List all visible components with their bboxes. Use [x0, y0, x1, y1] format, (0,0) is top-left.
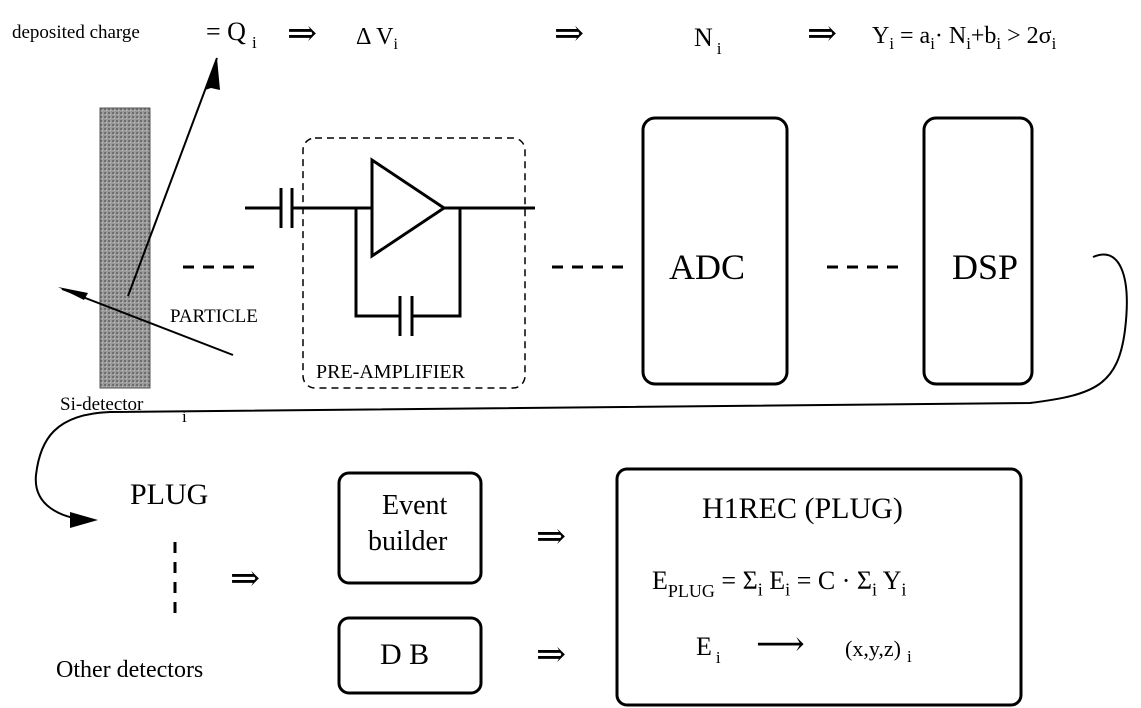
q-text: = Q [206, 17, 246, 46]
ei-e: E [696, 632, 712, 661]
q-i-label: = Q i [206, 17, 257, 52]
ei-sub: i [715, 648, 721, 667]
adc-box [641, 116, 789, 386]
xyz-text: (x,y,z) [845, 636, 901, 661]
particle-track-incoming-arrowhead [58, 287, 88, 300]
n-sub: i [716, 39, 722, 58]
h1rec-box [615, 467, 1023, 707]
particle-track-incoming [61, 288, 234, 356]
y-formula: Yi = ai· Ni+bi > 2σi [872, 24, 1056, 53]
si-detector-label: Si-detector [60, 394, 144, 415]
y-sub: i [889, 33, 895, 53]
xyz-label: (x,y,z) i [845, 636, 912, 666]
si-detector-sub: i [182, 407, 187, 426]
y-text: Y [872, 23, 890, 49]
y-gt-sigma: > 2σ [1001, 23, 1052, 49]
n2-sub: i [966, 33, 971, 53]
si-detector [99, 107, 151, 389]
dsp-to-plug-curve [34, 253, 1128, 521]
eplug-eq-sigma: = Σ [714, 566, 758, 595]
dsp-label: DSP [952, 247, 1019, 287]
feedback-loop-right [413, 208, 462, 318]
eplug-ei: E [762, 566, 786, 595]
event-builder-box [337, 471, 483, 585]
xyz-sub: i [907, 647, 912, 666]
other-detectors-label: Other detectors [56, 657, 204, 683]
plug-label: PLUG [130, 478, 209, 511]
eplug-formula: EPLUG = Σi Ei = C · Σi Yi [652, 566, 907, 601]
dsp-to-plug-arrowhead [70, 512, 98, 528]
eplug-csigma-sub: i [872, 579, 878, 600]
delta-v-label: Δ Vi [356, 24, 398, 53]
particle-track-up [127, 57, 218, 297]
arrow-plug: ⇒ [230, 558, 261, 598]
preamp-label: PRE-AMPLIFIER [316, 361, 465, 383]
db-box [337, 616, 483, 695]
eplug-c-sigma: = C · Σ [790, 566, 873, 595]
q-sub: i [251, 33, 257, 52]
dsp-box [922, 116, 1034, 386]
amplifier-triangle [370, 157, 447, 259]
deposited-charge-label: deposited charge [12, 22, 140, 43]
delta-v-text: Δ V [356, 24, 394, 50]
b-sub: i [996, 33, 1002, 53]
y-eq-a: = a [894, 23, 931, 49]
adc-label: ADC [669, 247, 746, 287]
db-label: D B [380, 638, 430, 671]
arrow-1: ⇒ [287, 13, 318, 53]
particle-track-up-arrowhead [205, 58, 220, 90]
a-sub: i [930, 33, 935, 53]
feedback-loop-left [354, 208, 399, 318]
eplug-yi: Y [877, 566, 902, 595]
sigma-sub: i [1051, 33, 1057, 53]
y-times-n: · N [934, 23, 967, 49]
event-builder-line2: builder [368, 526, 448, 557]
event-builder-line1: Event [382, 490, 448, 521]
eplug-e: E [652, 566, 668, 595]
particle-label: PARTICLE [170, 306, 258, 327]
delta-v-sub: i [393, 36, 398, 53]
arrow-event-builder: ⇒ [536, 516, 567, 556]
arrow-db: ⇒ [536, 634, 567, 674]
arrow-3: ⇒ [807, 13, 838, 53]
eplug-yi-sub: i [901, 579, 907, 600]
eplug-ei-sub: i [785, 579, 791, 600]
n-text: N [694, 23, 713, 52]
arrow-2: ⇒ [554, 13, 585, 53]
preamp-box [302, 137, 526, 389]
ei-arrow: ⟶ [756, 626, 805, 663]
h1rec-title: H1REC (PLUG) [702, 492, 903, 525]
y-plus-b: +b [970, 23, 997, 49]
eplug-sub: PLUG [667, 581, 715, 601]
eplug-sigma-sub: i [757, 579, 763, 600]
